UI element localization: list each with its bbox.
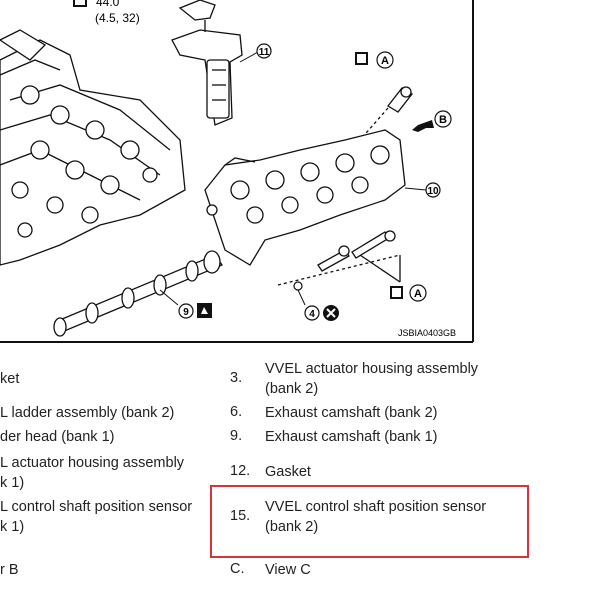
legend-item-number: 6. bbox=[230, 404, 243, 420]
exhaust-camshaft-bank1 bbox=[53, 250, 223, 337]
legend-item-label: Exhaust camshaft (bank 2) bbox=[265, 405, 438, 421]
legend-item-label-cont: (bank 2) bbox=[265, 519, 319, 535]
symbol-a-top-label: A bbox=[381, 55, 389, 67]
legend-item-label: VVEL actuator housing assembly bbox=[265, 361, 479, 377]
legend-left-item: der head (bank 1) bbox=[0, 429, 115, 445]
legend-left-item: k 1) bbox=[0, 519, 25, 535]
figure-code: JSBIA0403GB bbox=[398, 328, 456, 338]
torque-wrench-icon bbox=[73, 0, 87, 7]
legend-item-number: 9. bbox=[230, 428, 243, 444]
torque-wrench-icon-top bbox=[355, 52, 368, 65]
legend-item-label: VVEL control shaft position sensor bbox=[265, 499, 487, 515]
highlight-box bbox=[210, 485, 529, 558]
legend-left-item: r B bbox=[0, 562, 19, 578]
view-b-arrow: B bbox=[412, 110, 452, 132]
symbol-a-top: A bbox=[355, 51, 394, 69]
torque-spec: 44.0 (4.5, 32) bbox=[73, 0, 140, 25]
bolts-lower bbox=[277, 230, 401, 286]
vvel-actuator-housing bbox=[171, 0, 243, 126]
legend-item-number: 3. bbox=[230, 370, 243, 386]
callout-9-label: 9 bbox=[183, 307, 189, 318]
callout-9: 9 bbox=[159, 289, 212, 319]
callout-11-label: 11 bbox=[259, 47, 270, 58]
torque-wrench-icon-bottom bbox=[390, 286, 403, 299]
callout-10-label: 10 bbox=[427, 186, 439, 197]
symbol-a-bottom-label: A bbox=[414, 288, 422, 300]
legend-item-label-cont: (bank 2) bbox=[265, 381, 319, 397]
symbol-a-bottom: A bbox=[390, 284, 427, 302]
torque-value: 44.0 bbox=[96, 0, 120, 9]
legend-item-label: View C bbox=[265, 562, 311, 578]
bolt-top bbox=[359, 86, 413, 141]
cylinder-head-bank1 bbox=[0, 29, 186, 266]
legend-left-item: L ladder assembly (bank 2) bbox=[0, 405, 175, 421]
torque-alt-value: (4.5, 32) bbox=[95, 11, 140, 25]
legend-item-label: Gasket bbox=[265, 464, 311, 480]
legend-item-number: 12. bbox=[230, 463, 251, 479]
legend-left-item: ket bbox=[0, 371, 20, 387]
symbol-b-label: B bbox=[439, 114, 447, 126]
gasket-part4: 4 bbox=[293, 281, 339, 321]
legend-left-item: k 1) bbox=[0, 475, 25, 491]
legend-item-number: C. bbox=[230, 561, 245, 577]
legend-left-item: L control shaft position sensor bbox=[0, 499, 193, 515]
callout-4-label: 4 bbox=[309, 309, 315, 320]
legend-left-item: L actuator housing assembly bbox=[0, 455, 185, 471]
legend-item-number: 15. bbox=[230, 508, 251, 524]
legend-item-label: Exhaust camshaft (bank 1) bbox=[265, 429, 438, 445]
callout-10: 10 bbox=[404, 182, 441, 198]
callout-11: 11 bbox=[239, 43, 272, 63]
camshaft-ladder-bank2 bbox=[204, 129, 406, 266]
engine-exploded-diagram: 44.0 (4.5, 32) 11 A bbox=[0, 0, 474, 343]
